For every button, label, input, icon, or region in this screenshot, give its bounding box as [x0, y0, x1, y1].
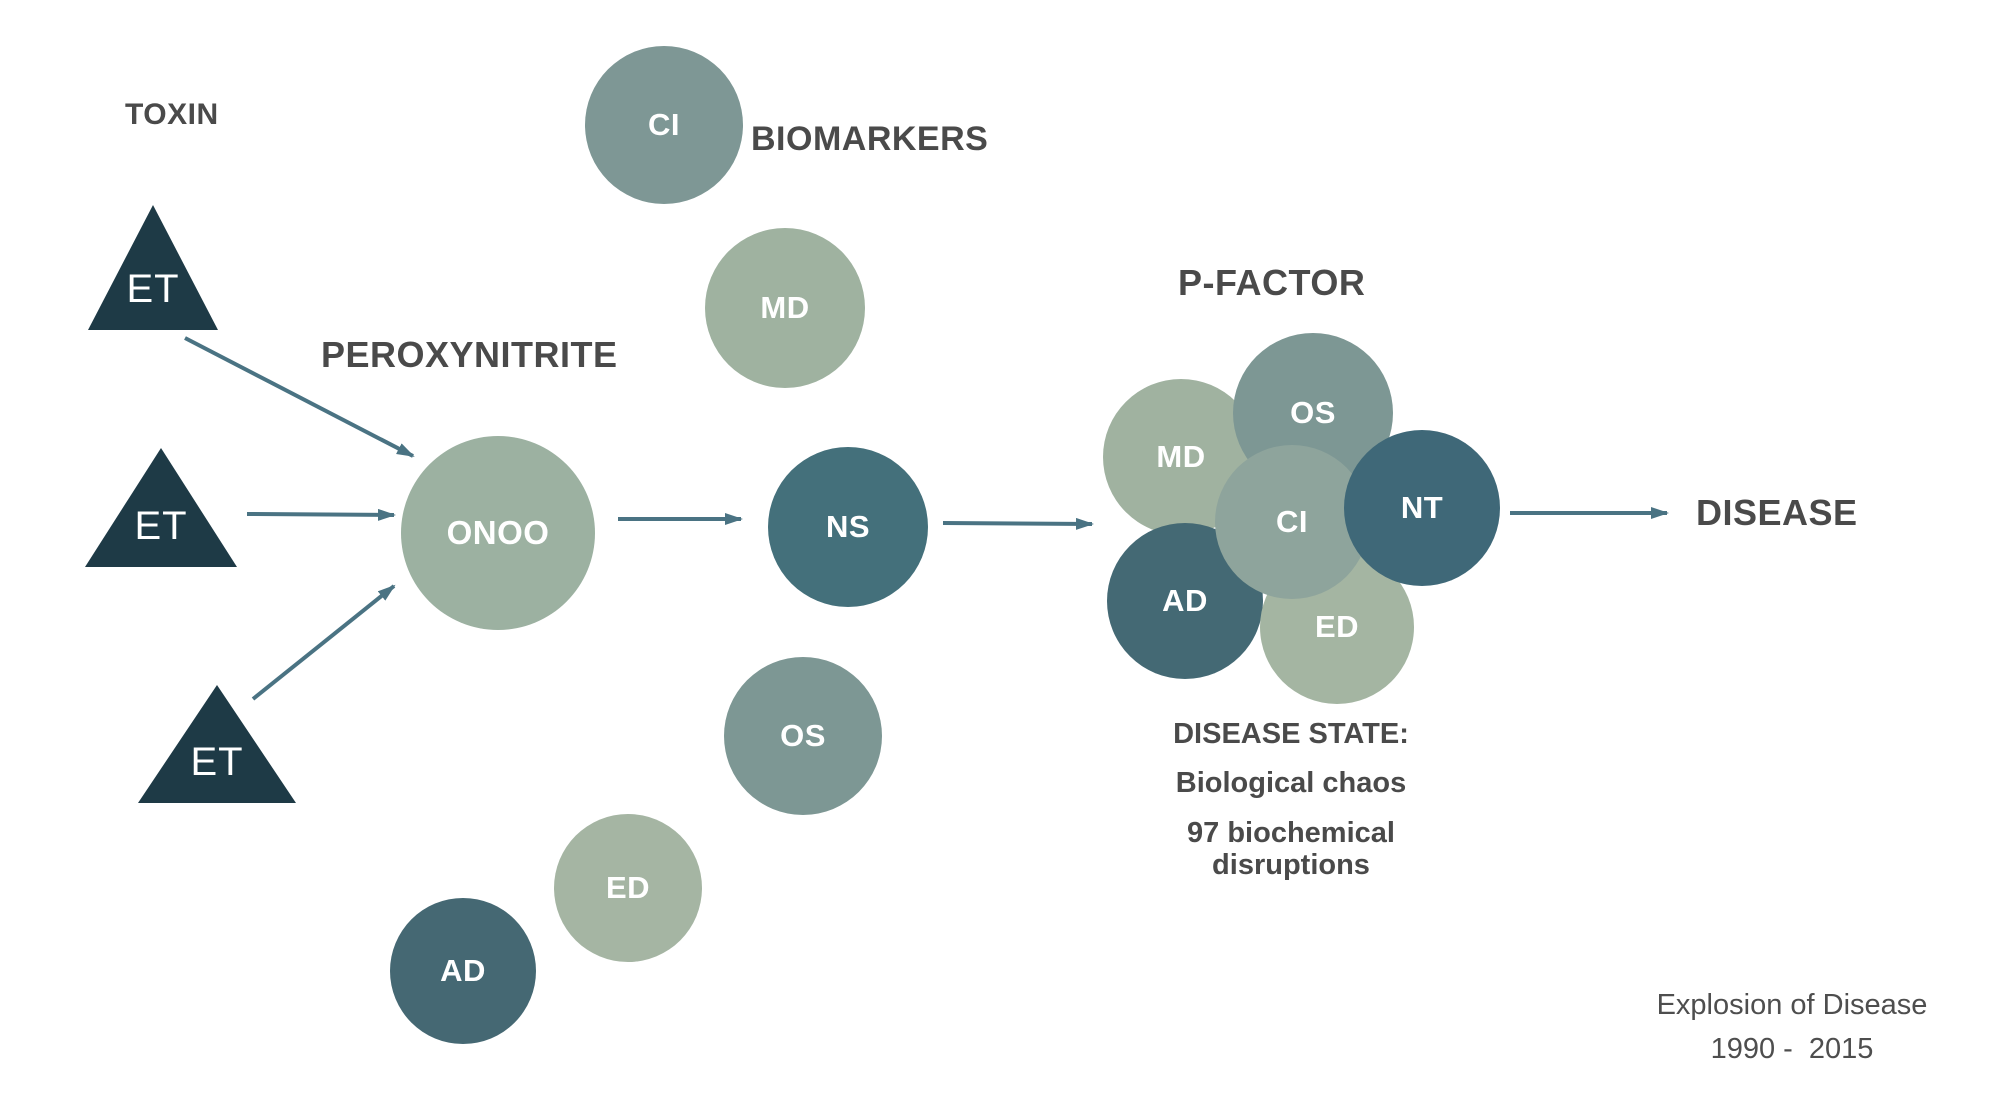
arrow-et3-to-onoo [251, 584, 396, 701]
pfactor-circle-nt: NT [1344, 430, 1500, 586]
pfactor-circle-ed-label: ED [1314, 609, 1360, 644]
biomarker-circle-ci: CI [585, 46, 743, 204]
footer-caption: Explosion of Disease 1990 - 2015 [1642, 988, 1942, 1067]
disease-label: DISEASE [1696, 492, 1858, 533]
arrow-et2-to-onoo [246, 508, 396, 521]
pfactor-circle-ci: CI [1215, 445, 1369, 599]
ns-circle: NS [768, 447, 928, 607]
arrow-et1-to-onoo [184, 336, 415, 458]
onoo-circle-label: ONOO [446, 514, 550, 551]
toxin-triangle-et-1-label: ET [126, 267, 180, 311]
pfactor-circle-ad-label: AD [1162, 583, 1208, 618]
footer-years: 1990 - 2015 [1710, 1032, 1874, 1065]
toxin-label: TOXIN [125, 98, 219, 131]
biomarker-circle-md-label: MD [760, 290, 810, 325]
disease-state-block: DISEASE STATE: Biological chaos 97 bioch… [1141, 718, 1441, 882]
biomarker-circle-os-label: OS [780, 718, 826, 753]
onoo-circle: ONOO [401, 436, 595, 630]
biomarker-circle-ci-label: CI [648, 107, 680, 142]
disease-state-line-1: Biological chaos [1175, 767, 1407, 800]
toxin-triangle-et-3-label: ET [190, 740, 244, 784]
biomarker-circle-ed-label: ED [605, 870, 651, 905]
pfactor-circle-ad: AD [1107, 523, 1263, 679]
footer-title: Explosion of Disease [1656, 989, 1928, 1021]
arrow-ns-to-pfactor [942, 517, 1094, 530]
biomarker-circle-ed: ED [554, 814, 702, 962]
pfactor-circle-os-label: OS [1290, 395, 1336, 430]
peroxynitrite-label: PEROXYNITRITE [321, 334, 618, 375]
biomarkers-label: BIOMARKERS [751, 120, 989, 158]
disease-state-line-2: 97 biochemical disruptions [1187, 816, 1395, 882]
ns-circle-label: NS [825, 509, 871, 544]
toxin-triangle-et-2-label: ET [134, 504, 188, 548]
biomarker-circle-ad: AD [390, 898, 536, 1044]
pfactor-circle-ci-label: CI [1276, 504, 1308, 539]
biomarker-circle-md: MD [705, 228, 865, 388]
biomarker-circle-os: OS [724, 657, 882, 815]
p-factor-label: P-FACTOR [1178, 262, 1366, 303]
biomarker-circle-ad-label: AD [440, 953, 486, 988]
pfactor-circle-md-label: MD [1156, 439, 1206, 474]
pfactor-circle-nt-label: NT [1400, 490, 1444, 525]
disease-state-heading: DISEASE STATE: [1173, 718, 1409, 750]
